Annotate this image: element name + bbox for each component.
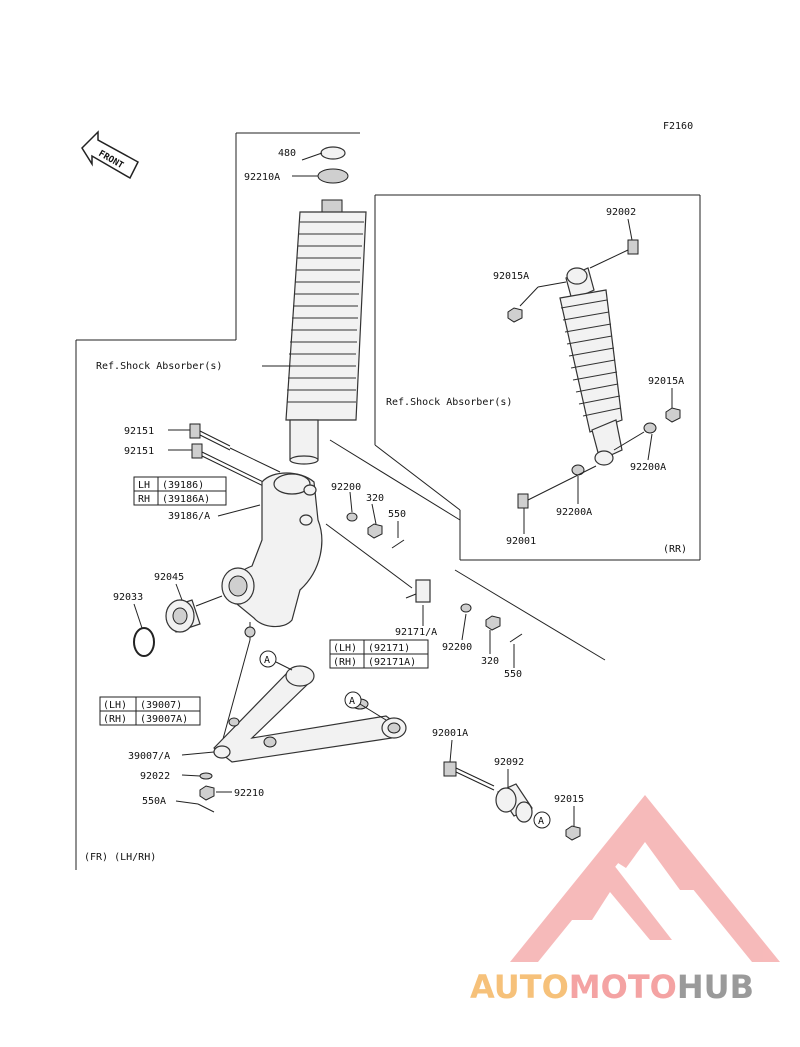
- label-92200A-2: 92200A: [556, 507, 592, 518]
- label-92002: 92002: [606, 207, 636, 218]
- label-550A: 550A: [142, 796, 166, 807]
- nut-92015: [565, 825, 581, 841]
- label-92033: 92033: [113, 592, 143, 603]
- label-39007A: 39007/A: [128, 751, 170, 762]
- nut-92015A-right: [665, 407, 681, 423]
- cotter-pin-550-b: [509, 633, 523, 643]
- bolt-92001-head: [517, 493, 529, 509]
- label-550-b: 550: [504, 669, 522, 680]
- bushing-92092: [495, 783, 533, 823]
- pivot-bolt-92001A: [443, 761, 495, 791]
- label-92151-b: 92151: [124, 446, 154, 457]
- label-92015A-2: 92015A: [648, 376, 684, 387]
- ref-a2-text: A: [349, 696, 355, 707]
- label-92210: 92210: [234, 788, 264, 799]
- knuckle-rh-num: (39186A): [162, 494, 210, 505]
- cotter-pin-550-a: [391, 539, 405, 549]
- label-320-a: 320: [366, 493, 384, 504]
- washer-92200A-right: [643, 422, 657, 434]
- label-92045: 92045: [154, 572, 184, 583]
- rear-shock-absorber: [559, 267, 623, 466]
- knuckle-lh-num: (39186): [162, 480, 204, 491]
- brand-part-hub: HUB: [676, 968, 755, 1006]
- a-arm: [213, 665, 407, 763]
- label-92200A-1: 92200A: [630, 462, 666, 473]
- nut-92015A-left: [507, 307, 523, 323]
- ref-a1-text: A: [264, 655, 270, 666]
- label-480: 480: [278, 148, 296, 159]
- nut-320-b: [485, 615, 501, 631]
- cotter-pin-550A: [197, 803, 215, 813]
- a-arm-lh: (LH): [103, 700, 127, 711]
- label-39186A: 39186/A: [168, 511, 210, 522]
- balljoint-rh-num: (92171A): [368, 657, 416, 668]
- washer-92200-b: [460, 603, 472, 613]
- a-arm-lh-num: (39007): [140, 700, 182, 711]
- circlip: [133, 627, 155, 657]
- label-92092: 92092: [494, 757, 524, 768]
- nut-320-a: [367, 523, 383, 539]
- balljoint-callout-table: (LH) (92171) (RH) (92171A): [329, 639, 429, 669]
- brand-wordmark: AUTOMOTOHUB: [470, 968, 755, 1006]
- ball-joint-92171: [405, 579, 431, 603]
- knuckle-callout-table: LH (39186) RH (39186A): [133, 476, 227, 506]
- balljoint-rh: (RH): [333, 657, 357, 668]
- label-92015A-1: 92015A: [493, 271, 529, 282]
- balljoint-lh-num: (92171): [368, 643, 410, 654]
- ref-circle-a2: A: [344, 691, 362, 709]
- label-92022: 92022: [140, 771, 170, 782]
- frame-lines: [75, 132, 701, 870]
- a-arm-rh: (RH): [103, 714, 127, 725]
- label-92001: 92001: [506, 536, 536, 547]
- ref-a3-text: A: [538, 816, 544, 827]
- ref-shock-main: Ref.Shock Absorber(s): [96, 361, 222, 372]
- label-92200-a: 92200: [331, 482, 361, 493]
- label-92171A: 92171/A: [395, 627, 437, 638]
- rear-note: (RR): [663, 544, 687, 555]
- hub-bearing: [165, 599, 201, 633]
- brand-part-auto: AUTO: [470, 968, 569, 1006]
- front-note: (FR) (LH/RH): [84, 852, 156, 863]
- label-92001A: 92001A: [432, 728, 468, 739]
- label-92151-a: 92151: [124, 426, 154, 437]
- ref-circle-a1: A: [259, 650, 277, 668]
- steering-knuckle: [221, 472, 323, 640]
- washer-92200-a: [346, 512, 358, 522]
- front-arrow-icon: FRONT: [81, 130, 139, 180]
- figure-code: F2160: [663, 121, 693, 132]
- washer-92200A-left: [571, 464, 585, 476]
- label-550-a: 550: [388, 509, 406, 520]
- knuckle-rh: RH: [138, 494, 150, 505]
- knuckle-lh: LH: [138, 480, 150, 491]
- label-320-b: 320: [481, 656, 499, 667]
- nut-92210: [199, 785, 215, 801]
- bolt-92002-shaft: [589, 249, 629, 269]
- brand-logo-icon: [510, 795, 780, 962]
- label-92200-b: 92200: [442, 642, 472, 653]
- a-arm-rh-num: (39007A): [140, 714, 188, 725]
- ref-circle-a3: A: [533, 811, 551, 829]
- balljoint-lh: (LH): [333, 643, 357, 654]
- label-92210A: 92210A: [244, 172, 280, 183]
- a-arm-callout-table: (LH) (39007) (RH) (39007A): [99, 696, 201, 726]
- label-92015: 92015: [554, 794, 584, 805]
- bolt-92001-shaft: [527, 465, 597, 501]
- bolt-92002-head: [627, 239, 639, 255]
- brand-part-moto: MOTO: [568, 968, 677, 1006]
- washer-92022: [199, 772, 213, 780]
- ref-shock-rear: Ref.Shock Absorber(s): [386, 397, 512, 408]
- front-shock-absorber: [285, 146, 367, 465]
